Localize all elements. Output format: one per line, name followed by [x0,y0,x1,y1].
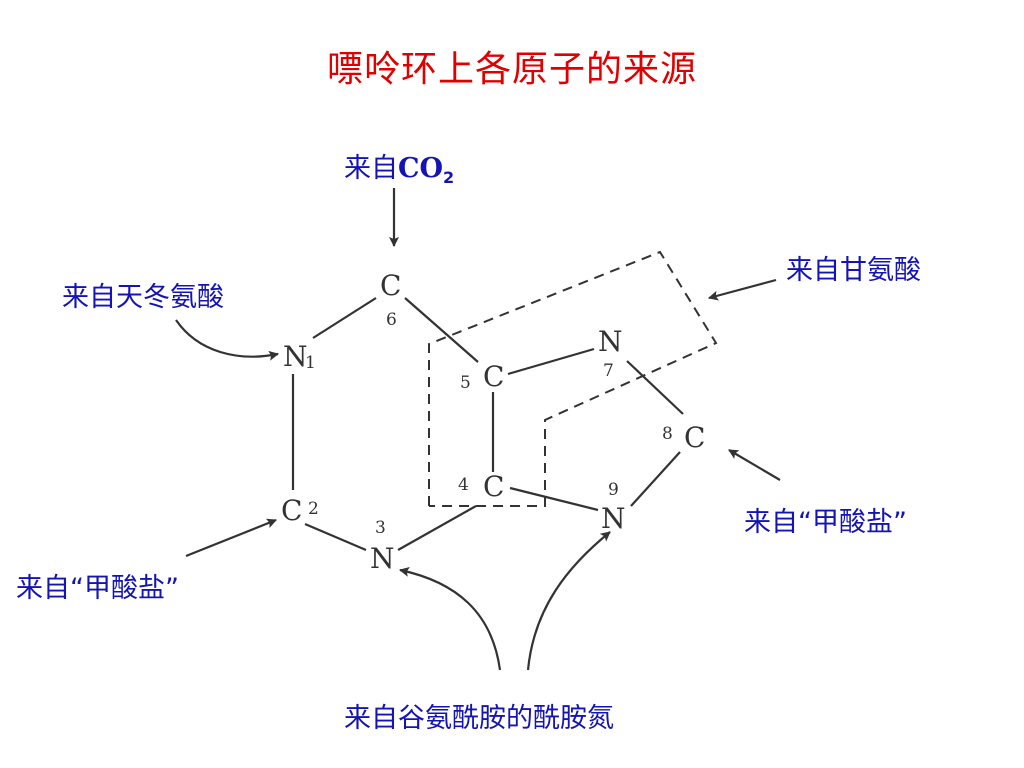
atom-c8-symbol: C [684,421,705,454]
atom-n9-symbol: N [601,502,626,535]
glycine-arrow [708,278,777,301]
glutamine-source-label: 来自谷氨酰胺的酰胺氮 [344,703,614,734]
atom-n7-symbol: N [598,325,623,358]
formate-right-arrow [728,449,781,481]
formate-left-source-label: 来自“甲酸盐” [16,573,179,604]
source-arrows [175,188,781,671]
ring-atoms: N 1 C 6 C 5 C 4 C 2 N 3 N 7 C 8 N 9 [281,269,705,575]
atom-n1-number: 1 [305,353,316,373]
co2-subscript: 2 [443,168,455,187]
atom-c8-number: 8 [662,424,673,444]
aspartate-arrow [175,319,279,361]
formate-left-arrow [185,518,277,558]
formate-right-source-label: 来自“甲酸盐” [744,507,907,538]
atom-c6-symbol: C [380,269,401,302]
glycine-source-label: 来自甘氨酸 [786,255,921,286]
glutamine-arrow-n3 [399,567,502,671]
atom-c2-symbol: C [281,494,302,527]
glutamine-arrow-n9 [526,531,611,671]
atom-c5-symbol: C [483,360,504,393]
atom-n3-number: 3 [375,518,386,538]
ring-bonds [291,297,684,552]
atom-c4-number: 4 [458,475,469,495]
page-title: 嘌呤环上各原子的来源 [326,49,697,90]
atom-n3-symbol: N [370,542,395,575]
atom-c4-symbol: C [483,470,504,503]
co2-label-prefix: 来自 [344,153,398,184]
co2-formula: CO [398,153,444,184]
co2-source-label: 来自CO2 [344,146,454,187]
atom-c2-number: 2 [308,499,319,519]
atom-c6-number: 6 [386,310,397,330]
atom-n7-number: 7 [603,361,614,381]
atom-n9-number: 9 [608,480,619,500]
glycine-dashed-region [428,250,718,507]
atom-c5-number: 5 [460,373,471,393]
aspartate-source-label: 来自天冬氨酸 [62,282,224,313]
atom-n1-symbol: N [283,340,308,373]
